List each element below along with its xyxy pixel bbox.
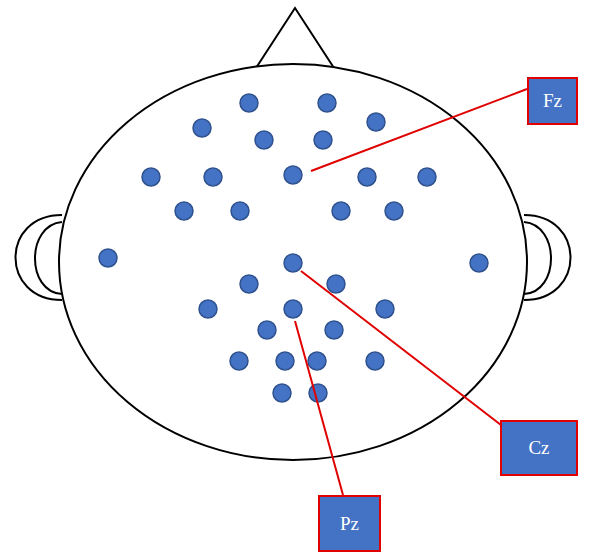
electrode-dot: [255, 131, 273, 149]
electrode-dot: [418, 168, 436, 186]
electrode-dot: [231, 202, 249, 220]
label-box: Pz: [318, 495, 381, 552]
electrode-dot: [367, 113, 385, 131]
left-ear: [16, 215, 63, 300]
left-ear-inner: [35, 222, 62, 294]
electrode-dot: [273, 384, 291, 402]
electrode-label: Fz: [543, 90, 562, 112]
electrode-dot: [366, 352, 384, 370]
leader-line: [295, 321, 343, 495]
electrode-dot: [284, 166, 302, 184]
electrode-label: Cz: [528, 437, 549, 459]
electrode-dot: [276, 352, 294, 370]
electrode-dot: [284, 300, 302, 318]
electrode-dot: [199, 300, 217, 318]
electrode-dot: [332, 202, 350, 220]
leader-group: [295, 89, 527, 495]
leader-line: [301, 271, 501, 425]
electrode-dot: [308, 352, 326, 370]
electrode-dot: [193, 119, 211, 137]
electrode-dot: [358, 168, 376, 186]
electrode-dot: [204, 168, 222, 186]
electrode-dot: [376, 300, 394, 318]
electrode-dot: [470, 254, 488, 272]
electrode-dot: [240, 94, 258, 112]
electrode-dot: [318, 94, 336, 112]
electrode-dot: [258, 321, 276, 339]
electrode-dot: [327, 275, 345, 293]
electrode-dot: [325, 321, 343, 339]
electrode-dot: [309, 384, 327, 402]
electrode-dot: [314, 131, 332, 149]
label-box: Cz: [500, 420, 578, 476]
electrode-dot: [230, 352, 248, 370]
electrode-dot: [240, 275, 258, 293]
electrode-dot: [284, 254, 302, 272]
right-ear-inner: [524, 222, 551, 294]
head-outline: [59, 64, 527, 460]
electrode-dot: [385, 202, 403, 220]
nose-outline: [256, 8, 334, 68]
electrode-dot: [175, 202, 193, 220]
electrode-dot: [142, 168, 160, 186]
label-box: Fz: [527, 77, 578, 125]
electrode-dot: [99, 249, 117, 267]
leader-line: [311, 89, 527, 171]
electrode-label: Pz: [340, 513, 359, 535]
electrode-group: [99, 94, 488, 402]
right-ear: [524, 215, 571, 300]
